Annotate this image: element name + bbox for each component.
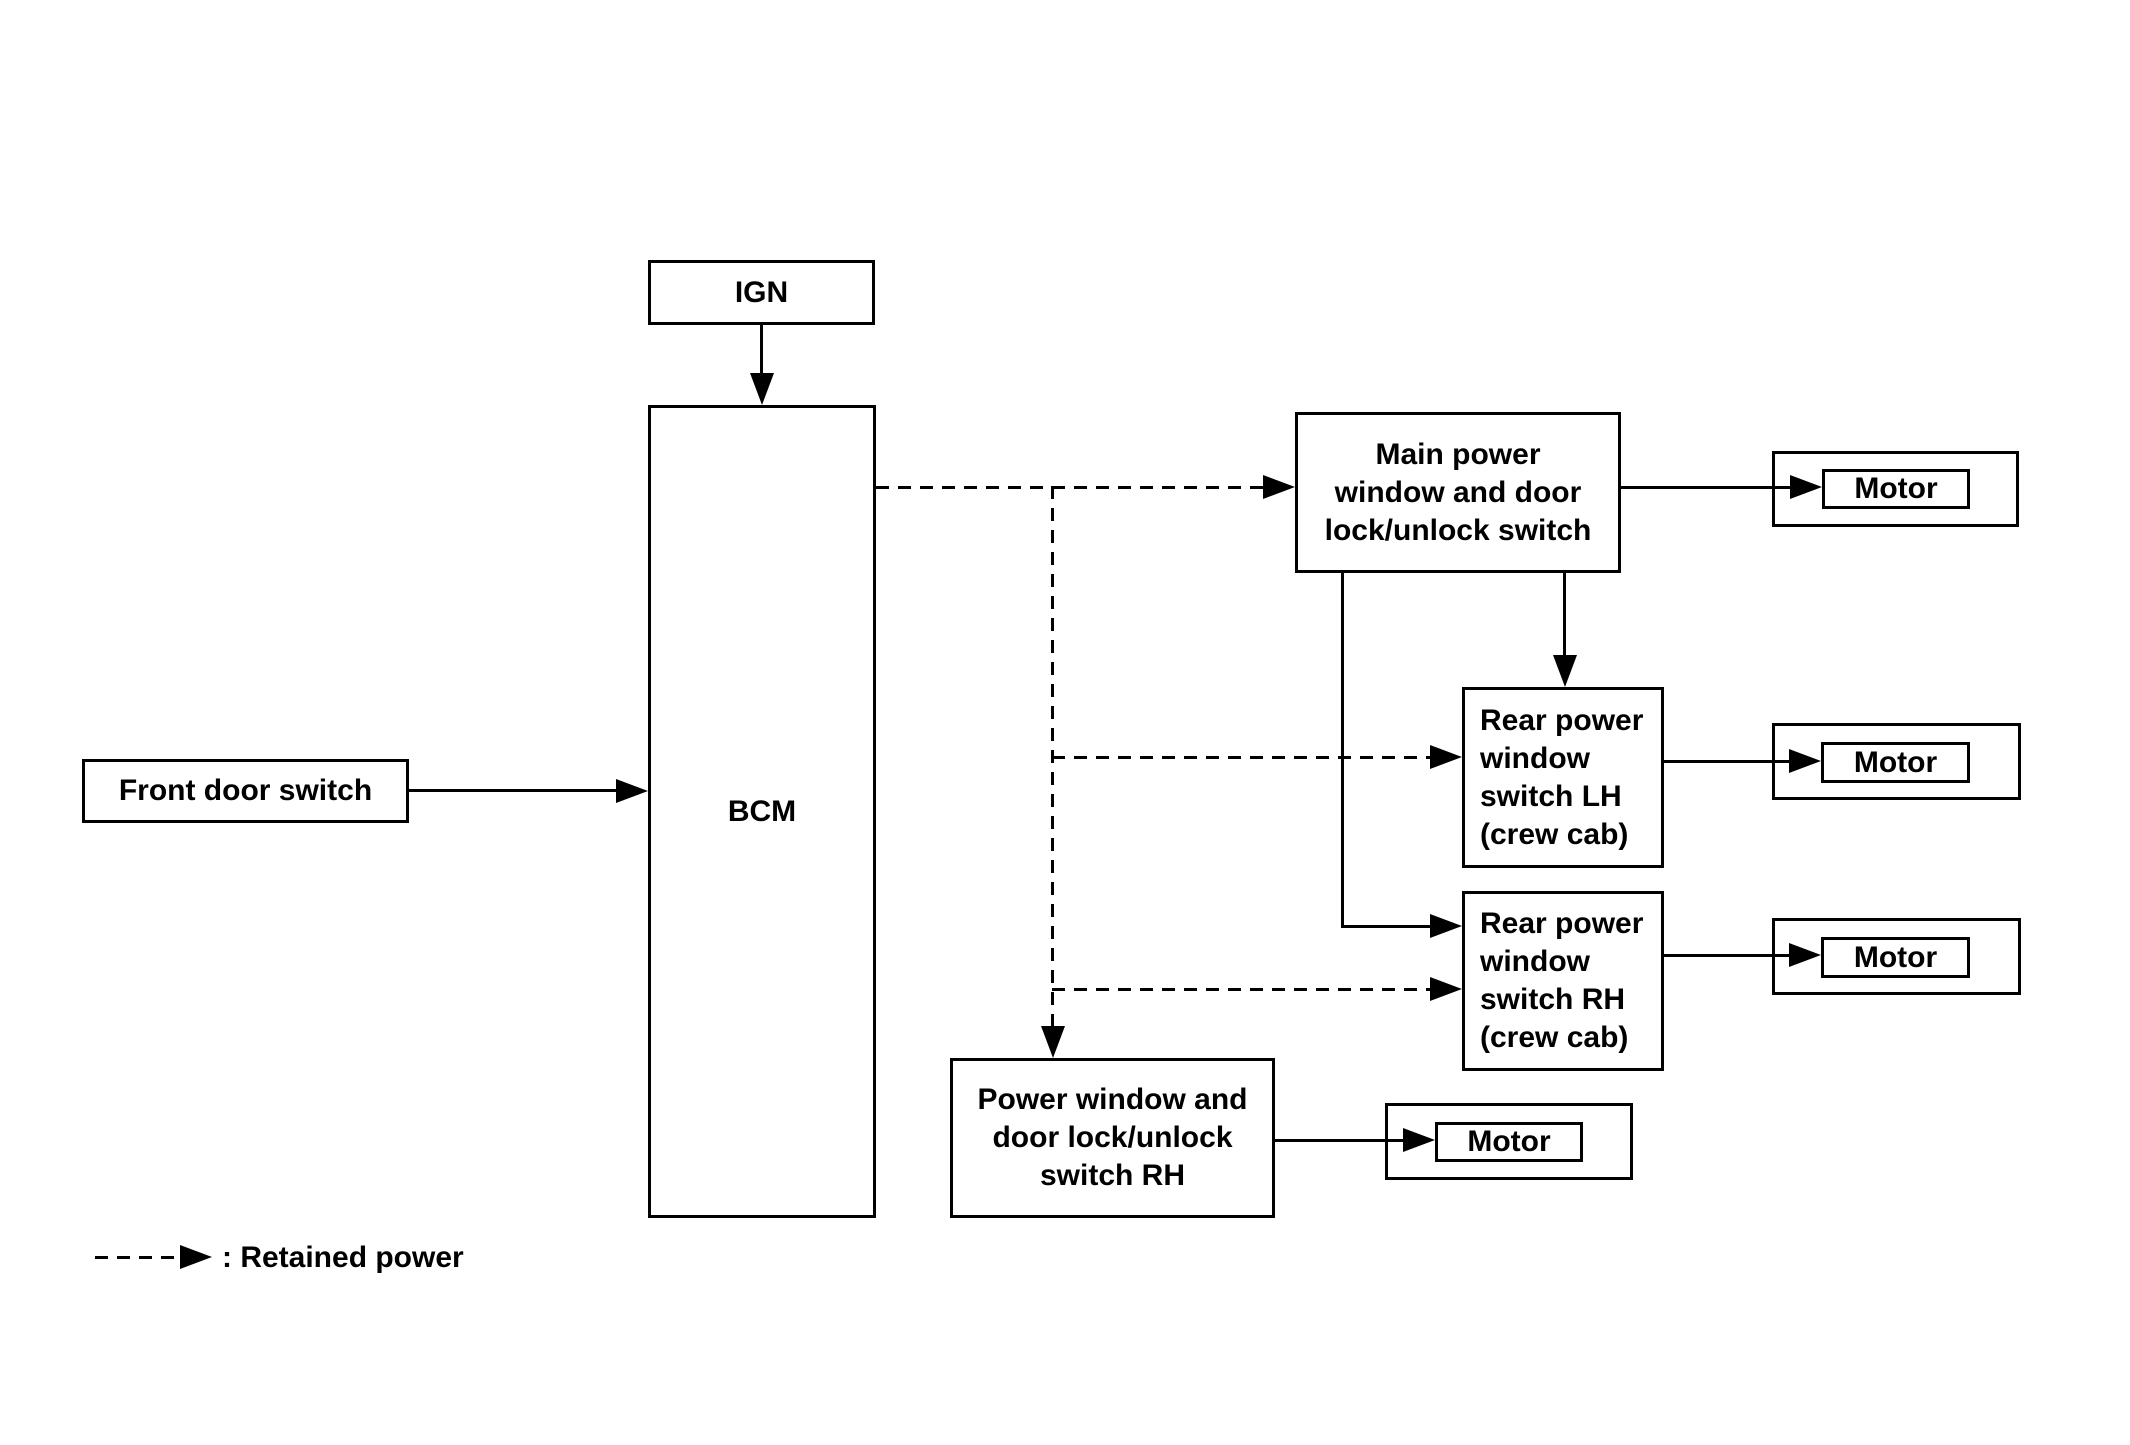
ign-to-bcm-line xyxy=(760,325,763,373)
main-switch-to-rear-rh-line-vertical xyxy=(1341,573,1344,928)
dashed-branch-to-rear-rh-line xyxy=(1052,988,1430,991)
motor-inner-box: Motor xyxy=(1435,1122,1583,1162)
power-window-switch-rh-box: Power window and door lock/unlock switch… xyxy=(950,1058,1275,1218)
arrowhead-right-icon xyxy=(1263,475,1295,499)
pw-rh-to-motor-line xyxy=(1275,1139,1403,1142)
legend-dashed-line xyxy=(95,1256,180,1259)
motor-label: Motor xyxy=(1853,940,1938,974)
main-switch-to-rear-rh-line-horizontal xyxy=(1341,925,1430,928)
arrowhead-down-icon xyxy=(1553,655,1577,687)
rear-power-window-switch-lh-label: Rear power window switch LH (crew cab) xyxy=(1480,703,1644,851)
rear-power-window-switch-rh-box: Rear power window switch RH (crew cab) xyxy=(1462,891,1664,1071)
arrowhead-right-icon xyxy=(1403,1128,1435,1152)
front-door-switch-label: Front door switch xyxy=(118,774,373,807)
main-power-window-switch-box: Main power window and door lock/unlock s… xyxy=(1295,412,1621,573)
rear-lh-to-motor-line xyxy=(1664,760,1789,763)
motor-inner-box: Motor xyxy=(1822,469,1970,509)
power-window-switch-rh-label: Power window and door lock/unlock switch… xyxy=(977,1083,1248,1192)
arrowhead-right-icon xyxy=(1789,943,1821,967)
motor-assembly-rear-lh: Motor xyxy=(1772,723,2021,800)
bcm-box: BCM xyxy=(648,405,876,1218)
arrowhead-down-icon xyxy=(1041,1026,1065,1058)
front-door-switch-to-bcm-line xyxy=(409,789,616,792)
arrowhead-right-icon xyxy=(1430,914,1462,938)
ign-box: IGN xyxy=(648,260,875,325)
legend-label: : Retained power xyxy=(222,1241,464,1274)
motor-assembly-rear-rh: Motor xyxy=(1772,918,2021,995)
arrowhead-down-icon xyxy=(750,373,774,405)
motor-label: Motor xyxy=(1854,472,1938,505)
dashed-branch-to-rear-lh-line xyxy=(1052,756,1430,759)
motor-inner-box: Motor xyxy=(1821,742,1970,783)
arrowhead-right-icon xyxy=(616,779,648,803)
arrowhead-right-icon xyxy=(1789,749,1821,773)
motor-label: Motor xyxy=(1853,745,1938,779)
rear-power-window-switch-rh-label: Rear power window switch RH (crew cab) xyxy=(1480,907,1644,1054)
main-switch-to-rear-lh-line xyxy=(1563,573,1566,655)
front-door-switch-box: Front door switch xyxy=(82,759,409,823)
motor-label: Motor xyxy=(1467,1125,1551,1158)
arrowhead-right-icon xyxy=(1430,745,1462,769)
motor-inner-box: Motor xyxy=(1821,937,1970,978)
main-switch-to-motor-line xyxy=(1621,486,1790,489)
arrowhead-right-icon xyxy=(1790,475,1822,499)
bcm-label: BCM xyxy=(727,794,797,828)
rear-power-window-switch-lh-box: Rear power window switch LH (crew cab) xyxy=(1462,687,1664,868)
main-power-window-switch-label: Main power window and door lock/unlock s… xyxy=(1324,437,1592,547)
rear-rh-to-motor-line xyxy=(1664,954,1789,957)
arrowhead-right-icon xyxy=(1430,977,1462,1001)
legend-arrowhead-right-icon xyxy=(180,1245,212,1269)
ign-label: IGN xyxy=(734,275,789,309)
bcm-to-main-switch-dashed-line xyxy=(876,486,1263,489)
